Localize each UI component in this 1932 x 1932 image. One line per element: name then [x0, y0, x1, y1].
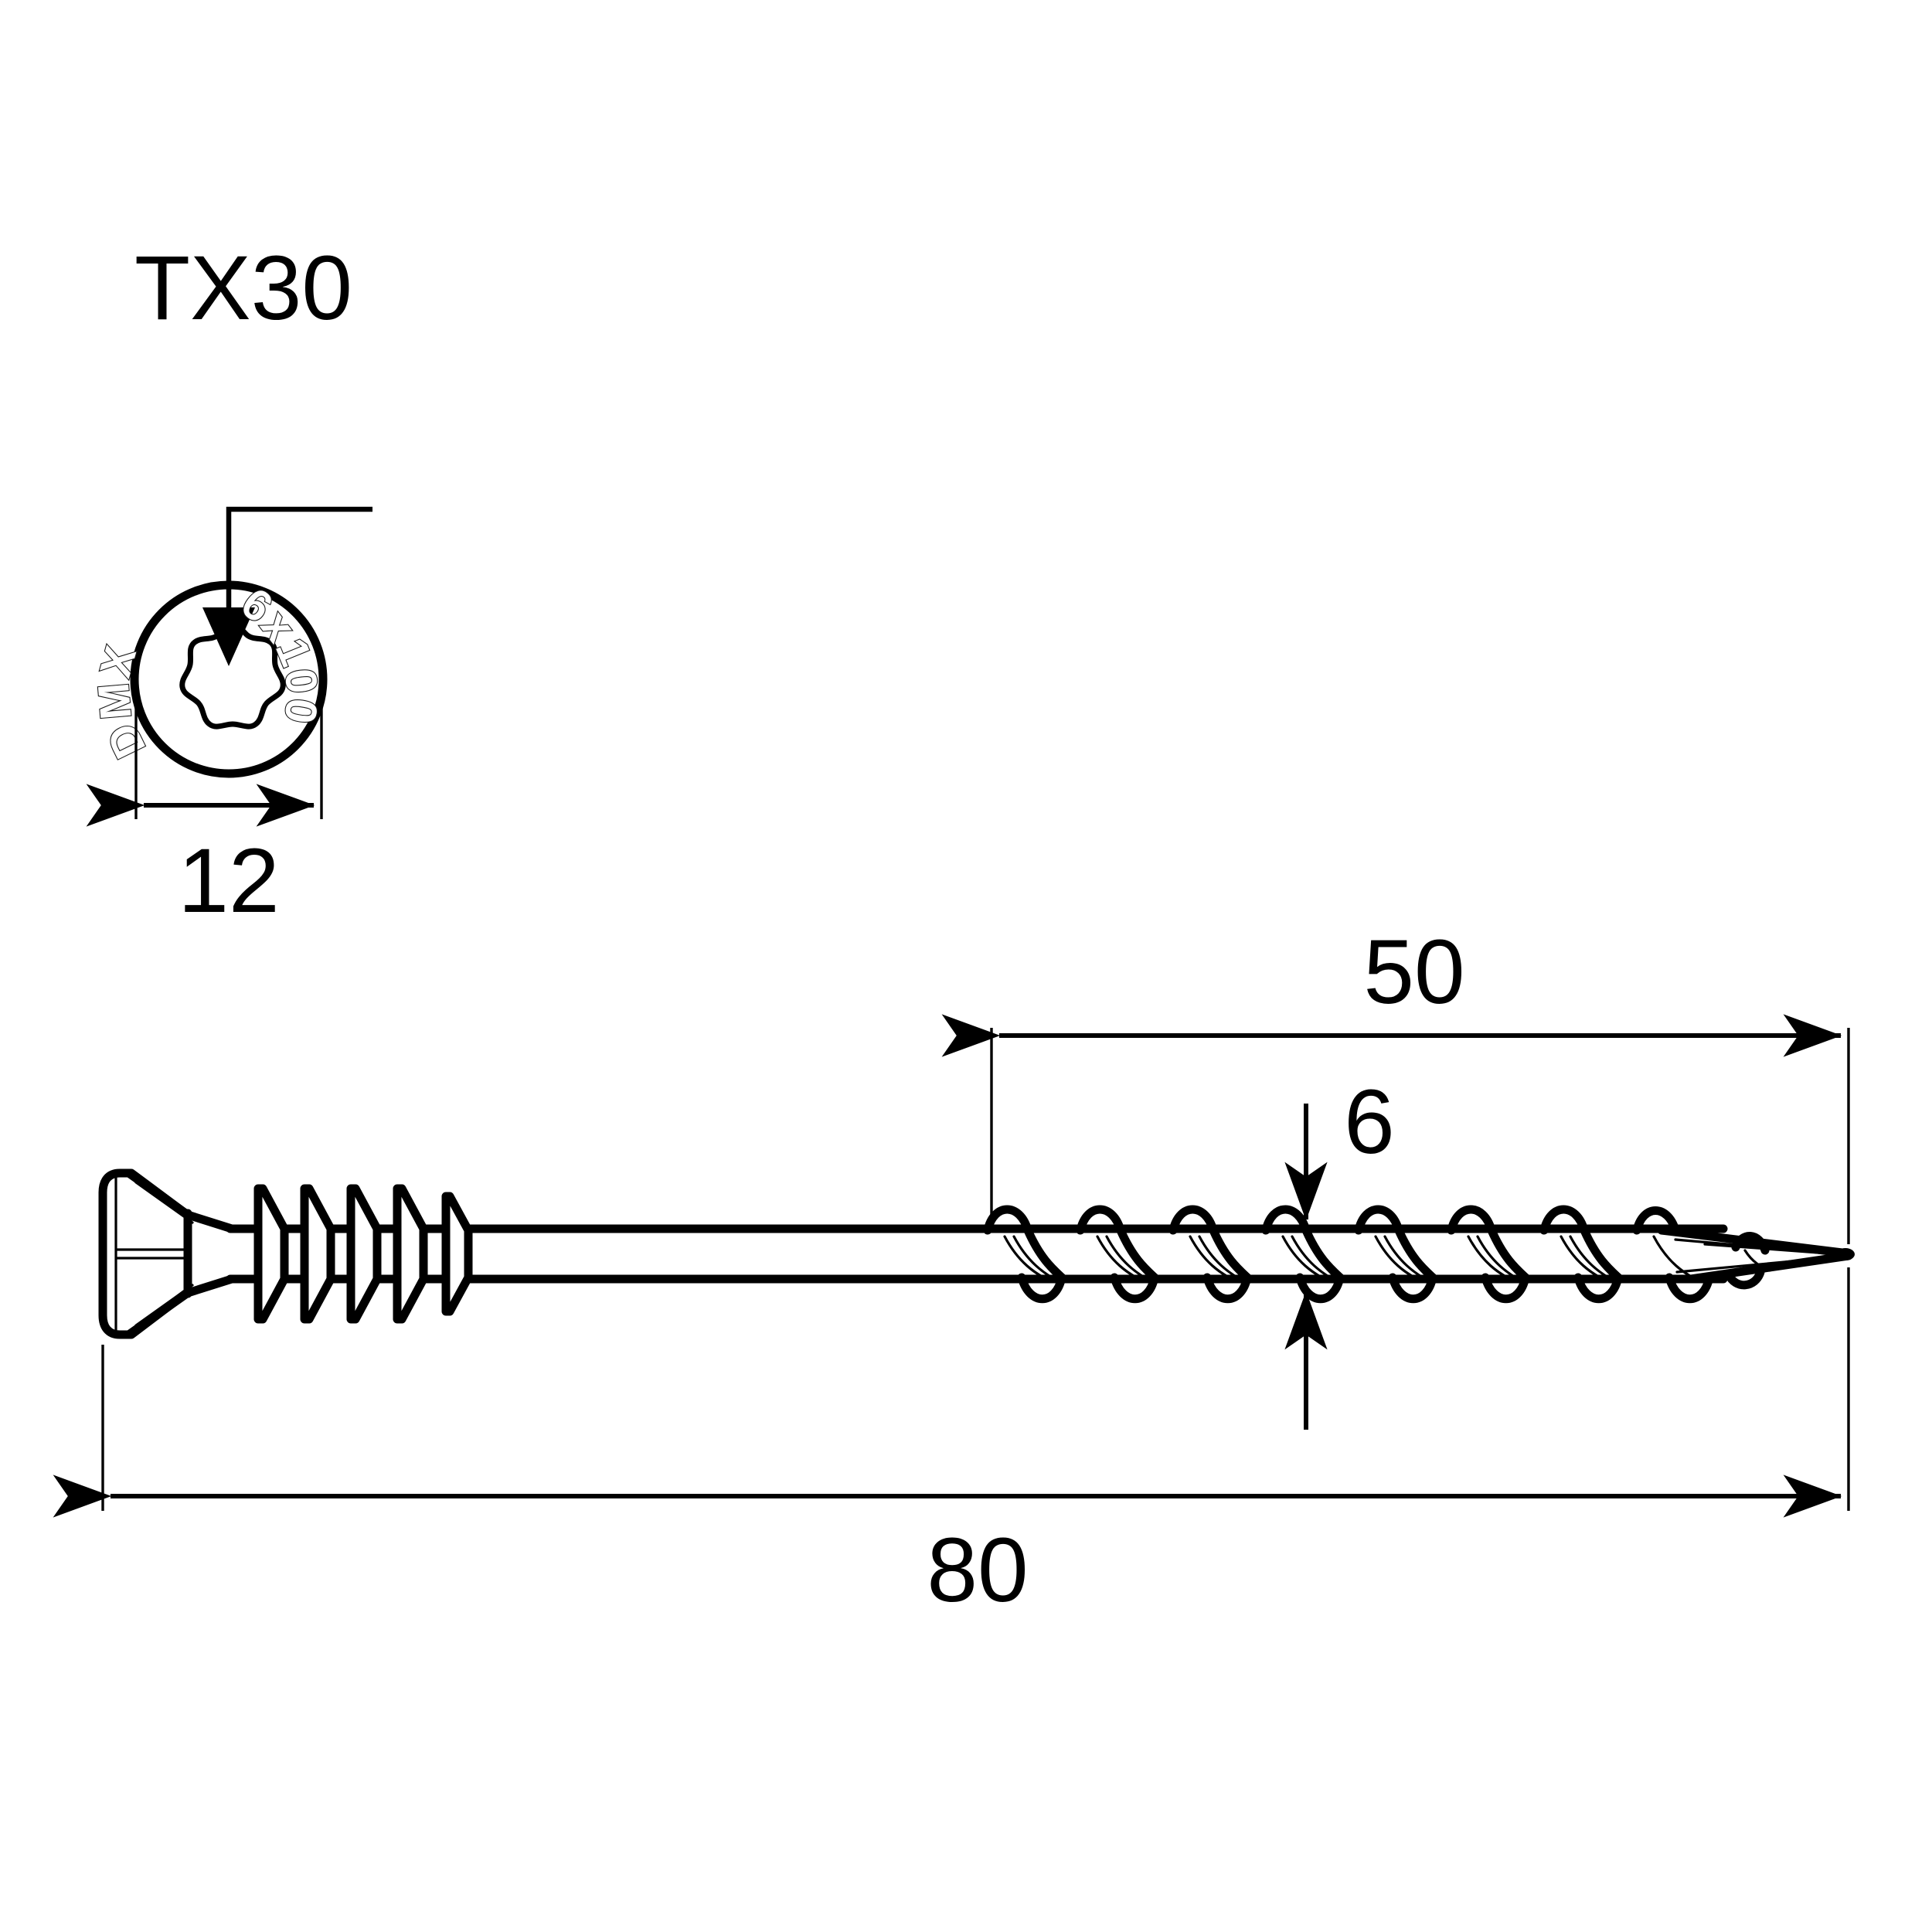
- side-elevation-group: 50 6 80: [53, 921, 1855, 1621]
- dimension-thread-length: 50: [941, 921, 1850, 1244]
- screw-head-circle: [130, 580, 328, 778]
- thread-diameter-label: 6: [1344, 1071, 1395, 1173]
- total-length-label: 80: [927, 1519, 1028, 1621]
- torx-socket-icon: [179, 620, 286, 730]
- countersunk-head-profile: [98, 1168, 236, 1339]
- threaded-section: [978, 1205, 1728, 1304]
- leader-arrowhead: [202, 607, 255, 666]
- dimension-total-length: 80: [53, 1267, 1850, 1621]
- thread-length-label: 50: [1363, 921, 1464, 1023]
- tx30-leader-line: [202, 506, 372, 666]
- tx30-callout-label: TX30: [134, 237, 352, 339]
- tip-apex: [1836, 1248, 1855, 1260]
- dimension-head-diameter: 12: [86, 668, 323, 932]
- screw-tip-point: [1657, 1226, 1855, 1290]
- shank-with-milling-ribs: [226, 1184, 988, 1324]
- head-diameter-label: 12: [178, 830, 279, 932]
- dimension-thread-diameter: 6: [1284, 1071, 1395, 1430]
